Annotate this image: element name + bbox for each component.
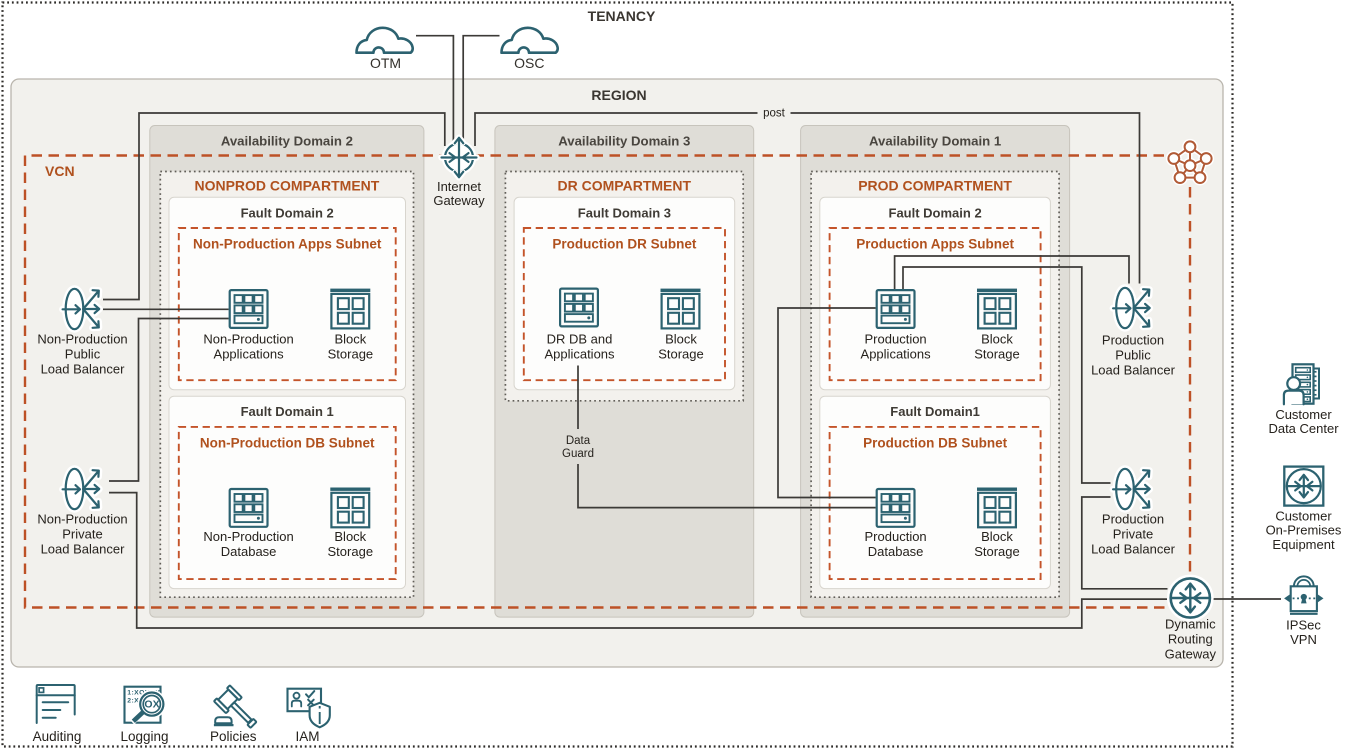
svg-text:Database: Database — [868, 544, 924, 559]
svg-text:Non-Production: Non-Production — [203, 529, 293, 544]
svg-text:Storage: Storage — [328, 544, 374, 559]
svg-text:Customer: Customer — [1275, 407, 1332, 422]
svg-text:Storage: Storage — [328, 346, 374, 361]
svg-text:Load Balancer: Load Balancer — [1091, 541, 1176, 556]
svg-text:Applications: Applications — [861, 346, 932, 361]
svg-text:Policies: Policies — [210, 729, 257, 744]
svg-text:Private: Private — [62, 526, 102, 541]
svg-text:REGION: REGION — [591, 87, 646, 103]
svg-text:Production: Production — [865, 529, 927, 544]
svg-text:Fault Domain 2: Fault Domain 2 — [889, 205, 982, 220]
svg-text:NONPROD COMPARTMENT: NONPROD COMPARTMENT — [194, 177, 379, 193]
svg-text:OSC: OSC — [514, 55, 544, 71]
svg-text:PROD COMPARTMENT: PROD COMPARTMENT — [858, 177, 1012, 193]
svg-text:Non-Production: Non-Production — [37, 511, 127, 526]
svg-text:Block: Block — [981, 331, 1013, 346]
svg-text:Production DB Subnet: Production DB Subnet — [863, 435, 1007, 450]
svg-text:Applications: Applications — [544, 346, 615, 361]
svg-text:Equipment: Equipment — [1272, 537, 1335, 552]
svg-text:Public: Public — [1115, 347, 1151, 362]
svg-text:Production: Production — [1102, 332, 1164, 347]
svg-text:Auditing: Auditing — [33, 729, 82, 744]
svg-text:VCN: VCN — [45, 163, 75, 179]
svg-text:Production Apps Subnet: Production Apps Subnet — [856, 236, 1014, 251]
svg-text:Applications: Applications — [214, 346, 285, 361]
svg-text:On-Premises: On-Premises — [1266, 523, 1342, 538]
svg-text:VPN: VPN — [1290, 632, 1317, 647]
svg-text:Storage: Storage — [658, 346, 704, 361]
svg-text:Load Balancer: Load Balancer — [41, 541, 126, 556]
svg-text:Non-Production: Non-Production — [37, 331, 127, 346]
svg-text:OTM: OTM — [370, 55, 401, 71]
svg-text:Data Center: Data Center — [1268, 421, 1339, 436]
svg-text:Block: Block — [665, 331, 697, 346]
svg-text:Block: Block — [334, 529, 366, 544]
svg-text:Public: Public — [65, 346, 101, 361]
svg-text:Production: Production — [1102, 511, 1164, 526]
svg-text:Customer: Customer — [1275, 508, 1332, 523]
svg-text:Data: Data — [566, 435, 591, 447]
svg-text:Non-Production DB Subnet: Non-Production DB Subnet — [200, 435, 375, 450]
svg-text:Gateway: Gateway — [1165, 646, 1217, 661]
svg-text:Guard: Guard — [562, 448, 594, 460]
svg-text:post: post — [763, 108, 786, 120]
svg-text:Fault Domain 2: Fault Domain 2 — [241, 205, 334, 220]
svg-text:Load Balancer: Load Balancer — [1091, 362, 1176, 377]
svg-text:Database: Database — [221, 544, 277, 559]
svg-text:Availability Domain 2: Availability Domain 2 — [221, 134, 353, 149]
svg-text:Fault Domain 1: Fault Domain 1 — [241, 404, 334, 419]
svg-text:Non-Production Apps Subnet: Non-Production Apps Subnet — [193, 236, 382, 251]
svg-text:DR COMPARTMENT: DR COMPARTMENT — [558, 177, 692, 193]
svg-text:Logging: Logging — [120, 729, 168, 744]
svg-text:Routing: Routing — [1168, 631, 1213, 646]
svg-text:Production DR Subnet: Production DR Subnet — [552, 236, 696, 251]
svg-text:Production: Production — [865, 331, 927, 346]
svg-text:Private: Private — [1113, 526, 1153, 541]
svg-text:Load Balancer: Load Balancer — [41, 361, 126, 376]
svg-text:TENANCY: TENANCY — [588, 8, 656, 24]
svg-text:Availability Domain 1: Availability Domain 1 — [869, 134, 1001, 149]
svg-text:Block: Block — [981, 529, 1013, 544]
svg-text:Storage: Storage — [974, 346, 1020, 361]
svg-text:Gateway: Gateway — [433, 193, 485, 208]
svg-text:Fault Domain 3: Fault Domain 3 — [578, 205, 671, 220]
svg-text:Availability Domain 3: Availability Domain 3 — [558, 134, 690, 149]
svg-text:Dynamic: Dynamic — [1165, 616, 1216, 631]
svg-text:DR DB and: DR DB and — [547, 331, 613, 346]
svg-text:Fault Domain1: Fault Domain1 — [890, 404, 980, 419]
svg-text:Non-Production: Non-Production — [203, 331, 293, 346]
svg-text:IPSec: IPSec — [1286, 618, 1321, 633]
svg-text:IAM: IAM — [295, 729, 319, 744]
svg-text:Internet: Internet — [437, 179, 481, 194]
svg-text:Block: Block — [335, 331, 367, 346]
svg-text:Storage: Storage — [974, 544, 1020, 559]
